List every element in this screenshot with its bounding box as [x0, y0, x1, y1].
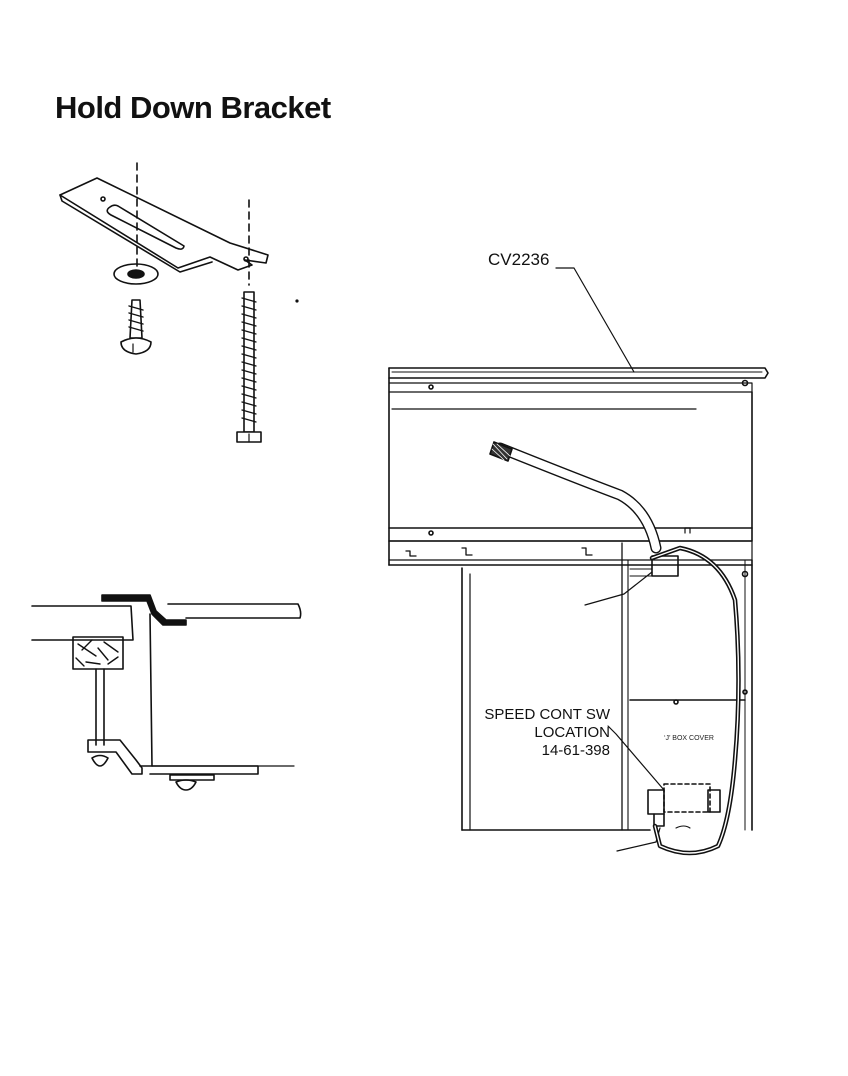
table-rail — [388, 367, 769, 379]
cabinet-bottom — [139, 765, 259, 775]
bracket-installed-section — [31, 594, 302, 791]
short-screw — [120, 299, 152, 355]
speed-switch-label: SPEED CONT SW — [484, 706, 610, 723]
bracket-plate — [59, 177, 269, 271]
junction-box — [651, 555, 679, 577]
bracket-hole — [100, 196, 106, 202]
part-number-label: CV2236 — [488, 250, 550, 269]
hold-down-bracket-exploded — [59, 162, 299, 443]
table-top — [167, 603, 302, 619]
screw-head — [169, 774, 215, 781]
leader-line — [584, 571, 653, 606]
location-label: LOCATION — [534, 724, 610, 741]
page-title: Hold Down Bracket — [55, 90, 331, 125]
leader-line — [607, 725, 665, 791]
bracket-plate-edge — [59, 194, 213, 273]
table-top — [31, 605, 134, 641]
long-bolt — [236, 291, 262, 443]
bracket-strip — [101, 594, 187, 626]
saw-cabinet — [388, 267, 769, 856]
bracket-slot — [106, 204, 185, 250]
cabinet-wall — [149, 613, 153, 767]
lower-rail — [388, 527, 753, 542]
washer — [113, 263, 159, 285]
washer-hole — [127, 269, 145, 279]
wood-block — [72, 636, 124, 670]
speed-switch-box — [663, 783, 711, 813]
leader-line — [616, 827, 661, 852]
speed-switch-part-number: 14-61-398 — [541, 742, 610, 759]
wing-nut — [91, 754, 109, 767]
speed-switch-callout: SPEED CONT SW LOCATION 14-61-398 — [476, 706, 610, 760]
leader-line — [555, 267, 635, 373]
box-cover-label: ‘J’ BOX COVER — [664, 735, 714, 742]
lower-bracket — [87, 739, 143, 775]
motor-cable — [494, 442, 662, 554]
bracket-hole — [243, 256, 249, 262]
